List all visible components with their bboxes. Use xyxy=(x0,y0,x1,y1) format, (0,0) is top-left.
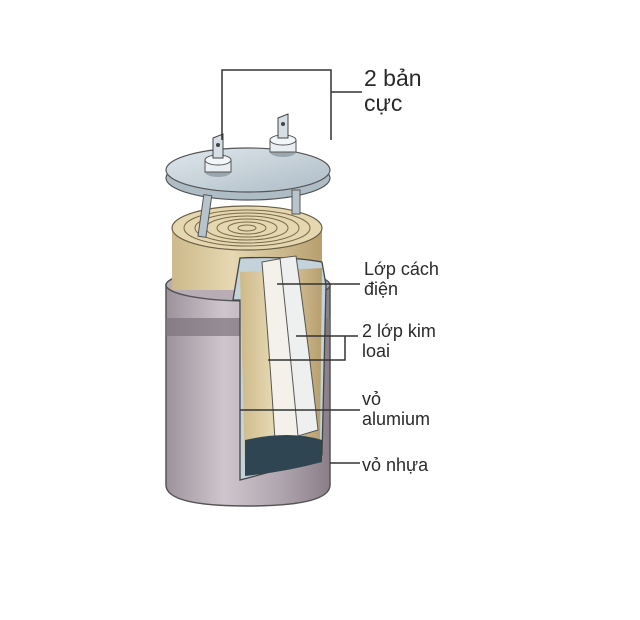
leader-metal-layers xyxy=(268,335,358,361)
label-insulation-line2: điện xyxy=(364,278,399,299)
label-metal-layers-line2: loai xyxy=(362,340,391,361)
label-terminals-line1: 2 bản xyxy=(364,65,422,91)
leader-lines xyxy=(221,69,362,464)
label-insulation-line1: Lớp cách xyxy=(364,259,439,279)
label-aluminium-line1: vỏ xyxy=(362,389,382,409)
label-plastic-line1: vỏ nhựa xyxy=(362,455,429,475)
terminal-left xyxy=(204,133,232,177)
terminal-right xyxy=(269,113,297,157)
leader-terminals xyxy=(221,69,362,140)
label-metal-layers: 2 lớp kim loai xyxy=(362,321,436,362)
label-terminals-line2: cực xyxy=(364,90,403,117)
label-insulation: Lớp cách điện xyxy=(364,259,439,300)
label-terminals: 2 bản cực xyxy=(364,65,422,117)
cutaway-section xyxy=(232,255,327,481)
label-aluminium-line2: alumium xyxy=(362,408,431,429)
label-plastic-shell: vỏ nhựa xyxy=(362,455,429,476)
label-aluminium-shell: vỏ alumium xyxy=(362,389,431,430)
label-metal-layers-line1: 2 lớp kim xyxy=(362,321,436,341)
